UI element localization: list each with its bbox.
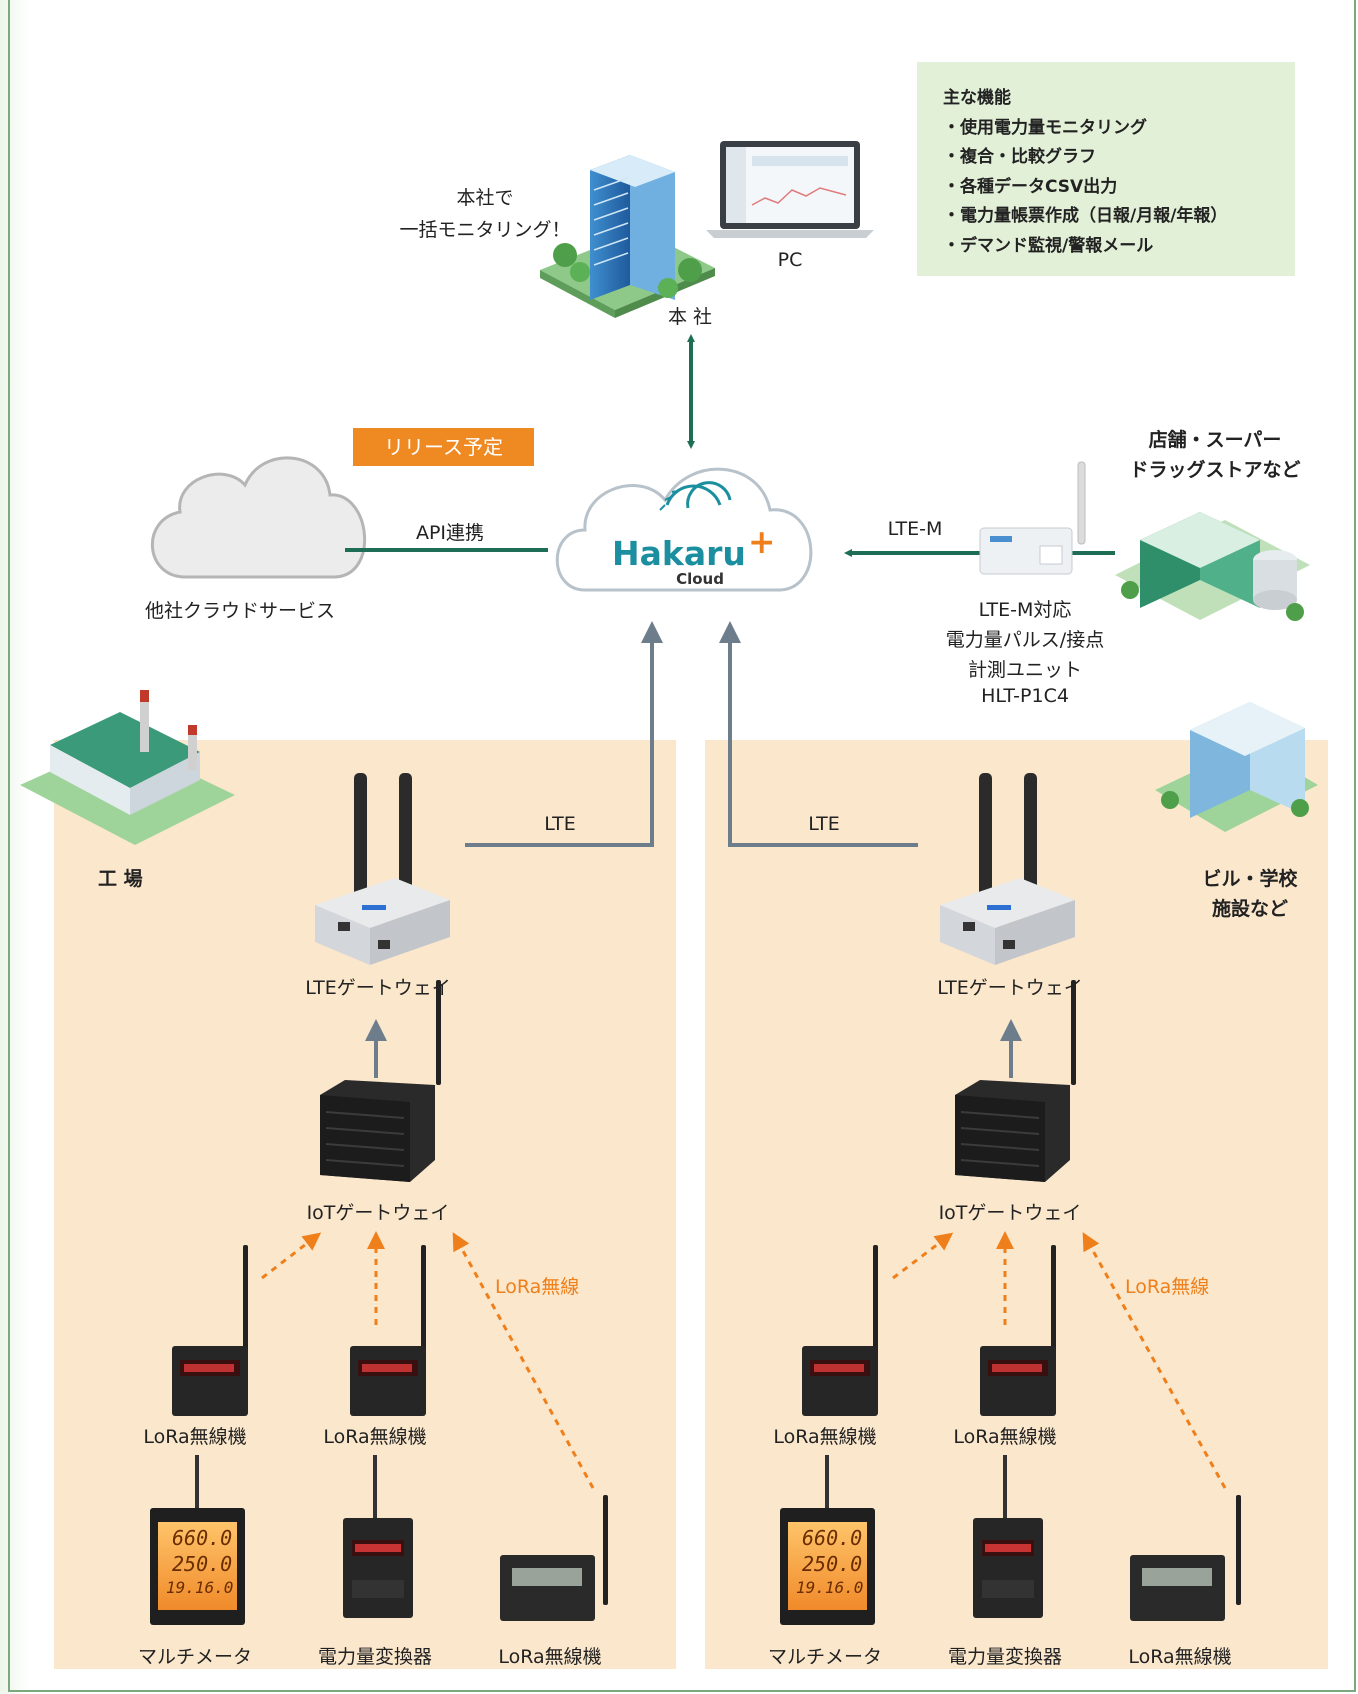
- feature-item: ・使用電力量モニタリング: [943, 117, 1147, 138]
- factory-site-label: 工 場: [98, 868, 143, 890]
- hq-callout-line2: 一括モニタリング！: [399, 219, 571, 241]
- building-meter-readout-3: 19.16.0: [796, 1578, 864, 1597]
- lte-m-unit-icon: [979, 461, 1086, 575]
- building-lora-radio-1-label: LoRa無線機: [773, 1426, 877, 1448]
- lte-m-unit-line1: LTE-M対応: [978, 599, 1072, 621]
- release-badge: リリース予定: [353, 428, 534, 466]
- office-building-icon: [1155, 702, 1318, 832]
- other-cloud-label: 他社クラウドサービス: [144, 600, 335, 622]
- feature-item: ・各種データCSV出力: [943, 176, 1118, 197]
- lte-m-unit-line3: 計測ユニット: [967, 659, 1082, 681]
- building-converter-label: 電力量変換器: [947, 1646, 1062, 1668]
- hakaru-brand-text: Hakaru: [612, 534, 746, 573]
- lte-m-unit-line4: HLT-P1C4: [981, 685, 1069, 707]
- factory-iot-gateway-icon: [320, 980, 441, 1182]
- store-building-icon: [1115, 512, 1310, 621]
- feature-list-title: 主な機能: [943, 88, 1011, 108]
- building-meter-readout-1: 660.0: [802, 1526, 863, 1550]
- building-lte-uplink: [719, 621, 918, 847]
- hq-building-label: 本 社: [667, 306, 713, 328]
- hq-callout-line1: 本社で: [456, 187, 514, 209]
- building-lte-gateway-icon: [940, 773, 1075, 965]
- lte-m-link-label: LTE-M: [887, 518, 943, 540]
- factory-lora-radio-1-icon: [172, 1245, 248, 1416]
- factory-lora-radio-2-icon: [350, 1245, 426, 1416]
- other-cloud-icon: [151, 456, 367, 579]
- store-label-line2: ドラッグストアなど: [1129, 459, 1301, 481]
- factory-meter-readout-3: 19.16.0: [166, 1578, 234, 1597]
- building-multimeter-icon: [780, 1508, 875, 1625]
- store-label-line1: 店舗・スーパー: [1148, 429, 1282, 451]
- building-converter-icon: [973, 1518, 1043, 1618]
- factory-multimeter-icon: [150, 1508, 245, 1625]
- building-lora-radio-1-icon: [802, 1245, 878, 1416]
- hakaru-brand: Hakaru+: [612, 522, 776, 573]
- factory-lte-gateway-icon: [315, 773, 450, 965]
- building-lora-radio-2-label: LoRa無線機: [953, 1426, 1057, 1448]
- hq-building-icon: [540, 155, 715, 318]
- building-lora-radio-3-icon: [1130, 1495, 1241, 1621]
- building-lte-gateway-label: LTEゲートウェイ: [937, 977, 1083, 999]
- factory-lora-radio-2-label: LoRa無線機: [323, 1426, 427, 1448]
- building-site-label-line1: ビル・学校: [1202, 868, 1298, 890]
- feature-item: ・複合・比較グラフ: [943, 147, 1096, 167]
- factory-lte-gateway-label: LTEゲートウェイ: [305, 977, 451, 999]
- building-lora-label: LoRa無線: [1125, 1276, 1210, 1298]
- building-iot-gateway-icon: [955, 980, 1076, 1182]
- building-lora-radio-2-icon: [980, 1245, 1056, 1416]
- feature-item: ・デマンド監視/警報メール: [943, 235, 1154, 256]
- feature-item: ・電力量帳票作成（日報/月報/年報）: [943, 206, 1228, 226]
- factory-lte-label: LTE: [544, 813, 576, 835]
- building-iot-gateway-label: IoTゲートウェイ: [938, 1202, 1082, 1224]
- lte-m-unit-line2: 電力量パルス/接点: [945, 629, 1105, 651]
- hakaru-cloud-icon: [555, 467, 813, 592]
- factory-iot-gateway-label: IoTゲートウェイ: [306, 1202, 450, 1224]
- hakaru-plus-mark: +: [747, 522, 776, 561]
- pc-laptop-icon: [706, 141, 874, 238]
- factory-multimeter-label: マルチメータ: [137, 1646, 252, 1668]
- hakaru-cloud-sub: Cloud: [676, 570, 724, 588]
- feature-list-box: 主な機能 ・使用電力量モニタリング ・複合・比較グラフ ・各種データCSV出力 …: [917, 62, 1295, 276]
- factory-icon: [20, 690, 235, 845]
- factory-lora-radio-1-label: LoRa無線機: [143, 1426, 247, 1448]
- factory-meter-readout-1: 660.0: [172, 1526, 233, 1550]
- pc-label: PC: [777, 249, 803, 271]
- building-site-label-line2: 施設など: [1211, 898, 1288, 920]
- factory-meter-readout-2: 250.0: [172, 1552, 233, 1576]
- factory-converter-label: 電力量変換器: [317, 1646, 432, 1668]
- factory-lora-radio-3-icon: [500, 1495, 608, 1621]
- building-lora-arrow-1: [892, 1232, 954, 1280]
- building-lora-radio-3-label: LoRa無線機: [1128, 1646, 1232, 1668]
- factory-lora-label: LoRa無線: [495, 1276, 580, 1298]
- factory-lte-uplink: [465, 621, 663, 847]
- building-meter-readout-2: 250.0: [802, 1552, 863, 1576]
- factory-lora-arrow-1: [261, 1232, 322, 1280]
- factory-converter-icon: [343, 1518, 413, 1618]
- api-link-label: API連携: [415, 522, 485, 544]
- building-lte-label: LTE: [808, 813, 840, 835]
- building-multimeter-label: マルチメータ: [767, 1646, 882, 1668]
- factory-lora-radio-3-label: LoRa無線機: [498, 1646, 602, 1668]
